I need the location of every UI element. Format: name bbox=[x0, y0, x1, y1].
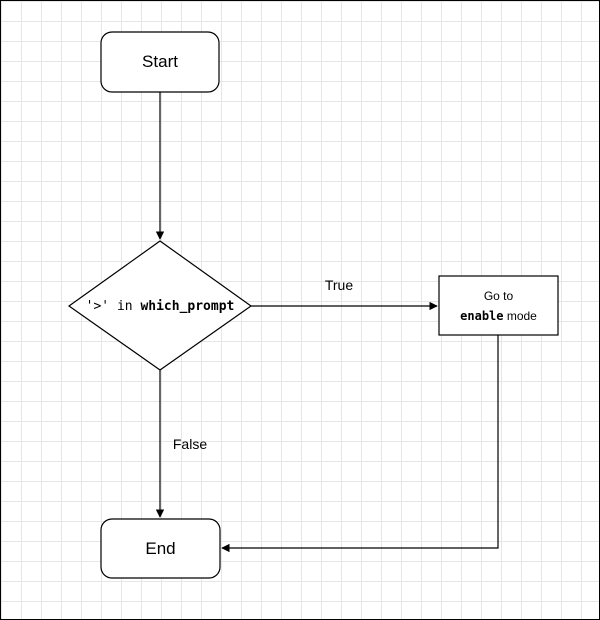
true-edge-label: True bbox=[314, 275, 364, 295]
false-edge-label: False bbox=[165, 434, 215, 454]
true-edge-text: True bbox=[324, 277, 354, 293]
process-node-label: Go to enable mode bbox=[439, 276, 558, 335]
process-suffix-text: mode bbox=[503, 308, 537, 323]
end-node-label: End bbox=[101, 519, 220, 578]
end-node-text: End bbox=[145, 538, 176, 558]
false-edge-text: False bbox=[172, 436, 208, 452]
process-line2: enable mode bbox=[460, 306, 537, 326]
start-node-text: Start bbox=[142, 52, 178, 71]
process-line1-text: Go to bbox=[483, 288, 514, 303]
end-node-shape bbox=[100, 518, 221, 579]
decision-node-label: '>' in which_prompt bbox=[69, 290, 251, 322]
edge-process-to-end bbox=[221, 335, 499, 553]
decision-variable-text: which_prompt bbox=[140, 298, 235, 314]
process-code-text: enable bbox=[460, 308, 504, 323]
start-node-label: Start bbox=[101, 32, 219, 92]
decision-prefix-text: '>' in bbox=[85, 298, 141, 314]
process-node-shape bbox=[438, 275, 559, 336]
